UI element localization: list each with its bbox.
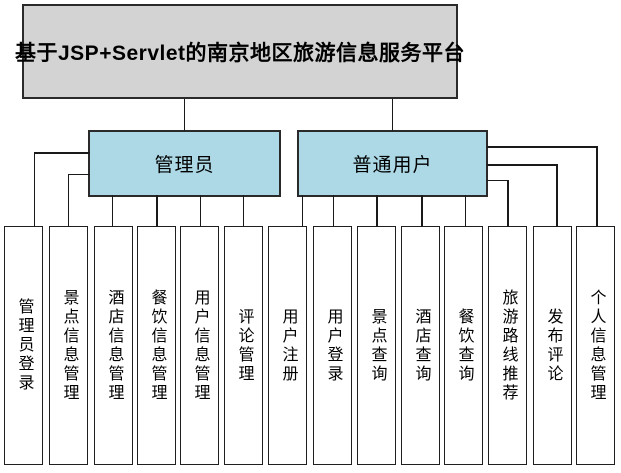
connector-admin-drop3 [199, 195, 201, 227]
connector-admin-left1-v [33, 152, 35, 227]
connector-user-right1-v [596, 146, 598, 227]
branch-user-label: 普通用户 [352, 155, 433, 176]
root-node: 基于JSP+Servlet的南京地区旅游信息服务平台 [15, 4, 465, 99]
leaf-node-route-recommendation: 旅游路线推荐 [488, 226, 527, 465]
leaf-node-publish-comment: 发布评论 [533, 226, 572, 465]
leaf-node-dining-info-mgmt: 餐饮信息管理 [137, 226, 176, 465]
leaf-label: 评论管理 [235, 307, 253, 384]
connector-admin-drop4 [242, 195, 244, 227]
connector-user-right3-h [487, 179, 509, 181]
leaf-node-attraction-info-mgmt: 景点信息管理 [49, 226, 88, 465]
leaf-label: 景点信息管理 [60, 288, 78, 403]
leaf-node-personal-info-mgmt: 个人信息管理 [576, 226, 615, 465]
leaf-label: 用户登录 [324, 307, 342, 384]
leaf-node-attraction-query: 景点查询 [357, 226, 396, 465]
connector-admin-drop1 [111, 195, 113, 227]
root-node-label: 基于JSP+Servlet的南京地区旅游信息服务平台 [15, 41, 465, 65]
connector-user-drop1 [301, 195, 303, 227]
branch-node-admin: 管理员 [88, 130, 281, 197]
leaf-node-hotel-query: 酒店查询 [401, 226, 440, 465]
leaf-label: 发布评论 [544, 307, 562, 384]
leaf-label: 旅游路线推荐 [499, 288, 517, 403]
leaf-label: 餐饮信息管理 [148, 288, 166, 403]
connector-user-drop3 [376, 195, 378, 227]
connector-user-right3-v [507, 179, 509, 227]
connector-admin-left2-h [67, 173, 90, 175]
connector-title-to-user [391, 99, 393, 131]
connector-user-right2-h [487, 164, 558, 166]
connector-admin-drop2 [156, 195, 158, 227]
connector-user-drop4 [421, 195, 423, 227]
connector-user-right1-h [487, 146, 598, 148]
connector-title-to-admin [183, 99, 185, 131]
connector-admin-left1-h [33, 152, 90, 154]
leaf-node-user-login: 用户登录 [313, 226, 352, 465]
leaf-label: 管理员登录 [15, 298, 33, 393]
connector-user-drop2 [332, 195, 334, 227]
leaf-node-admin-login: 管理员登录 [4, 226, 43, 465]
leaf-label: 用户注册 [279, 307, 297, 384]
leaf-label: 酒店查询 [412, 307, 430, 384]
branch-node-user: 普通用户 [297, 130, 488, 197]
leaf-node-dining-query: 餐饮查询 [444, 226, 483, 465]
leaf-label: 酒店信息管理 [105, 288, 123, 403]
leaf-label: 用户信息管理 [191, 288, 209, 403]
leaf-label: 餐饮查询 [455, 307, 473, 384]
connector-user-drop5 [464, 195, 466, 227]
leaf-label: 个人信息管理 [587, 288, 605, 403]
leaf-label: 景点查询 [368, 307, 386, 384]
leaf-node-user-info-mgmt: 用户信息管理 [180, 226, 219, 465]
branch-admin-label: 管理员 [154, 155, 215, 176]
leaf-node-hotel-info-mgmt: 酒店信息管理 [94, 226, 133, 465]
connector-admin-left2-v [67, 173, 69, 227]
leaf-node-user-register: 用户注册 [268, 226, 307, 465]
connector-user-right2-v [556, 164, 558, 227]
leaf-node-comment-mgmt: 评论管理 [224, 226, 263, 465]
